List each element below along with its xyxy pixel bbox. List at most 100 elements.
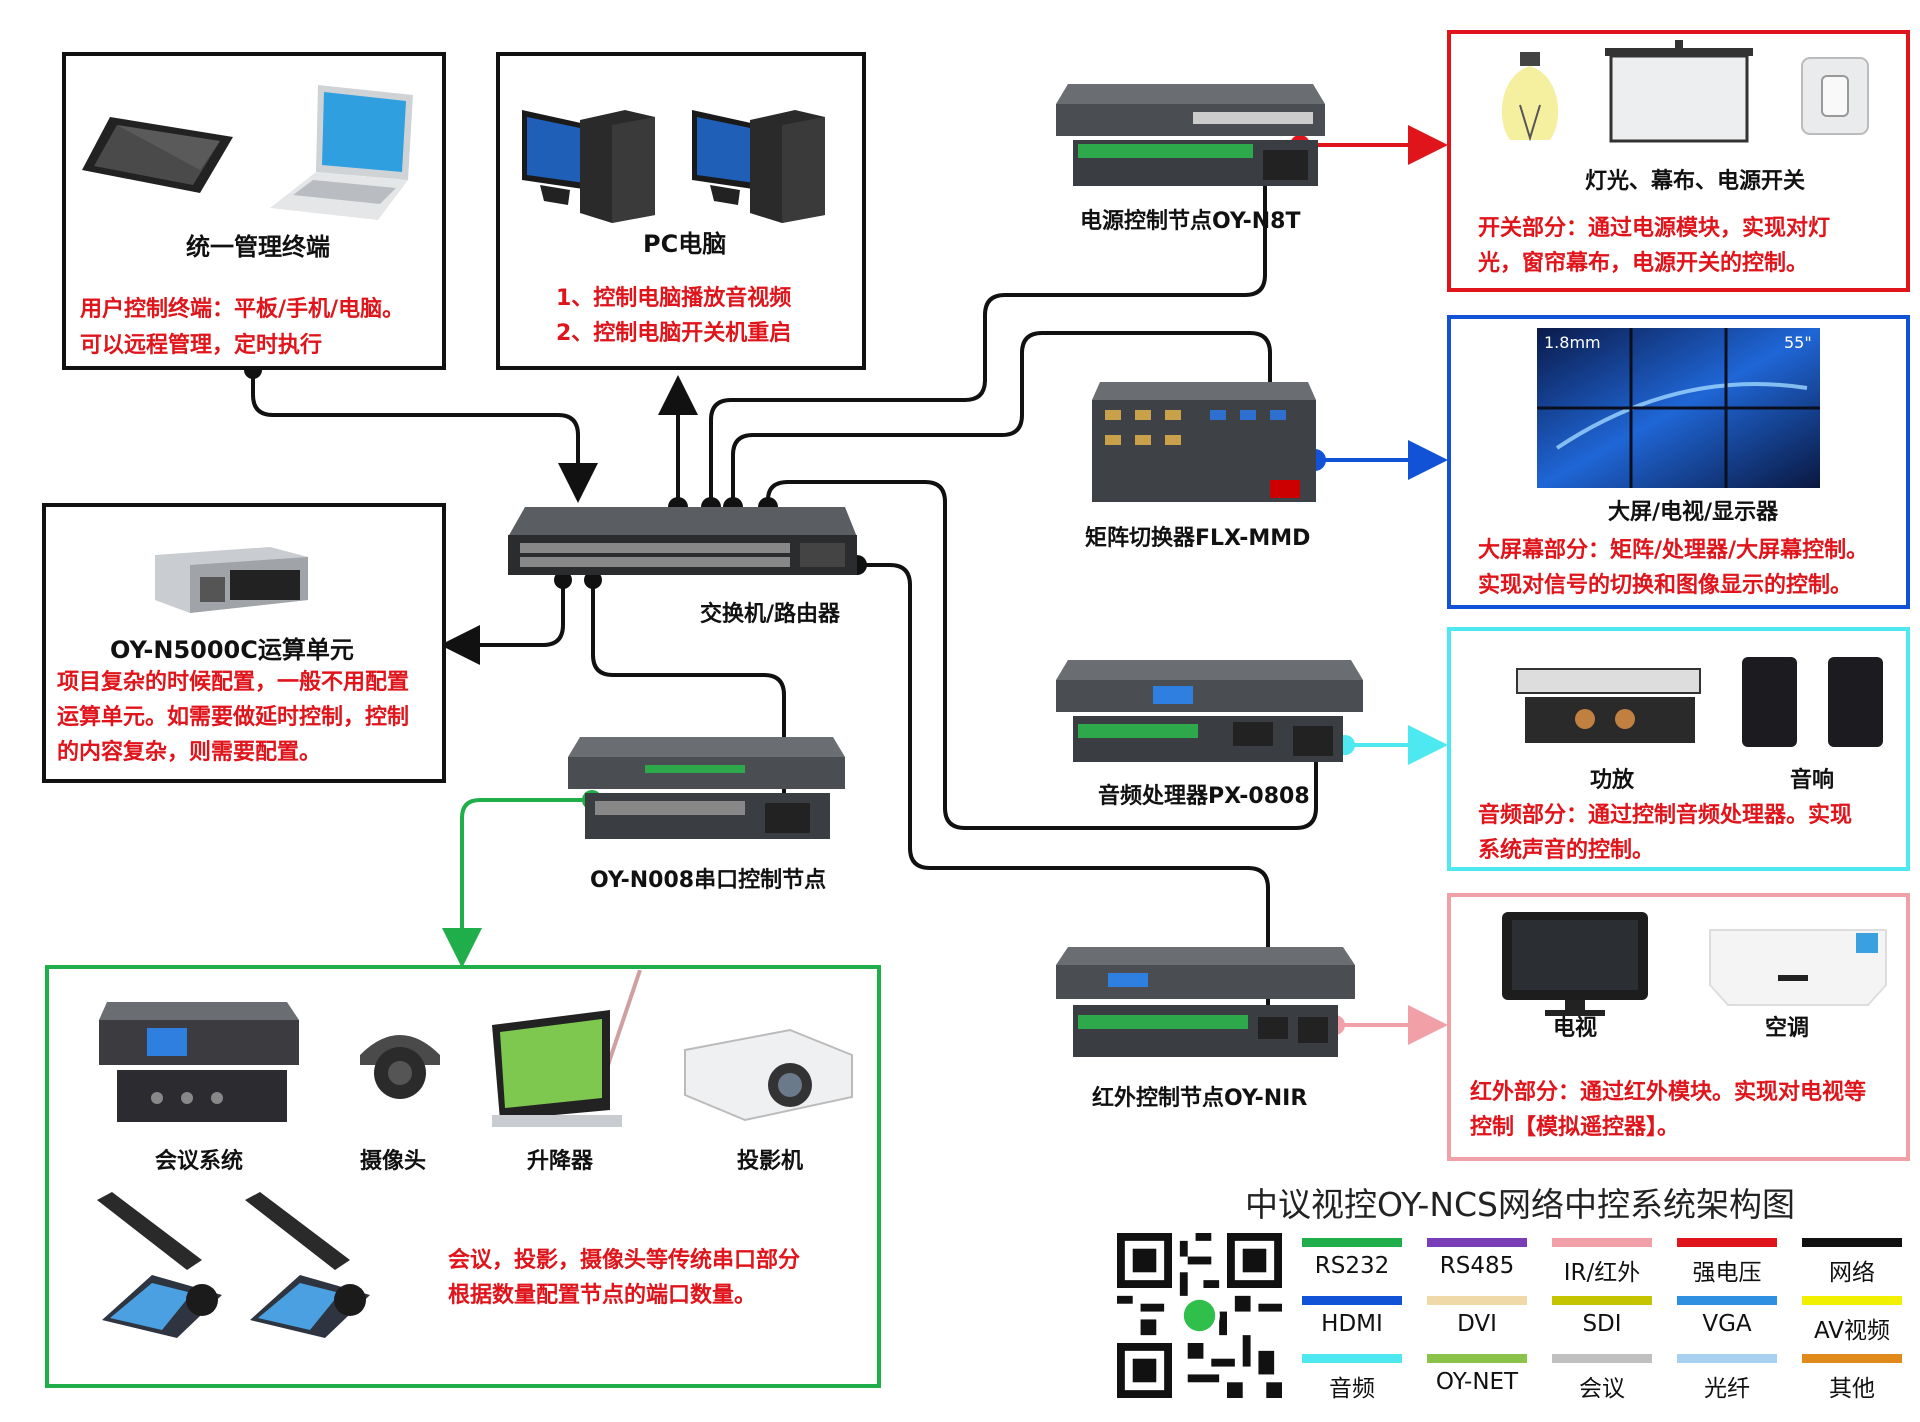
wire-switch-compute <box>440 580 565 665</box>
legend-color-bar <box>1427 1296 1527 1305</box>
n008-label: OY-N008串口控制节点 <box>590 868 827 893</box>
projector-icon <box>684 1028 853 1122</box>
legend-color-bar <box>1802 1238 1902 1247</box>
tv-label: 电视 <box>1553 1016 1598 1041</box>
compute-desc-2: 运算单元。如需要做延时控制，控制 <box>57 705 410 730</box>
power-switch-icon <box>1801 57 1869 135</box>
n8t-label: 电源控制节点OY-N8T <box>1080 209 1301 234</box>
terminal-desc-2: 可以远程管理，定时执行 <box>80 333 323 358</box>
serial-desc-2: 根据数量配置节点的端口数量。 <box>448 1283 757 1308</box>
wire-terminal-switch <box>251 370 598 503</box>
matrix-label: 矩阵切换器FLX-MMD <box>1085 526 1311 551</box>
compute-label: OY-N5000C运算单元 <box>110 636 354 664</box>
legend-color-bar <box>1302 1354 1402 1363</box>
legend-item: HDMI <box>1302 1296 1402 1337</box>
legend-color-bar <box>1677 1354 1777 1363</box>
legend-color-bar <box>1802 1296 1902 1305</box>
audio-desc-1: 音频部分：通过控制音频处理器。实现 <box>1478 803 1853 828</box>
audio-desc-2: 系统声音的控制。 <box>1478 838 1655 863</box>
screen-items-label: 大屏/电视/显示器 <box>1608 500 1779 525</box>
qr-code-icon <box>1117 1233 1282 1398</box>
audio-processor-icon <box>1056 660 1363 762</box>
legend-item: AV视频 <box>1802 1296 1902 1345</box>
pc-icon <box>692 110 825 223</box>
legend-color-bar <box>1427 1238 1527 1247</box>
pc-label: PC电脑 <box>643 230 727 258</box>
terminal-desc-1: 用户控制终端：平板/手机/电脑。 <box>80 297 405 322</box>
legend-item: 其他 <box>1802 1354 1902 1403</box>
conference-label: 会议系统 <box>155 1149 244 1174</box>
microphone-icon <box>97 1192 222 1338</box>
legend-color-bar <box>1552 1354 1652 1363</box>
speaker-label: 音响 <box>1790 768 1835 793</box>
switch-router-icon <box>508 507 857 575</box>
legend-item: VGA <box>1677 1296 1777 1337</box>
wire-switch-n008 <box>591 580 786 820</box>
wire-switch-n8t <box>709 175 1267 505</box>
switch-label: 交换机/路由器 <box>700 602 841 627</box>
legend-label: 光纤 <box>1704 1376 1750 1402</box>
serial-node-n008-icon <box>568 737 845 839</box>
legend-item: 音频 <box>1302 1354 1402 1403</box>
legend-label: OY-NET <box>1435 1369 1519 1395</box>
power-items-label: 灯光、幕布、电源开关 <box>1585 169 1806 194</box>
wall-size-right: 55" <box>1784 333 1812 352</box>
ir-desc-1: 红外部分：通过红外模块。实现对电视等 <box>1470 1080 1867 1105</box>
legend-item: IR/红外 <box>1552 1238 1652 1287</box>
diagram-title: 中议视控OY-NCS网络中控系统架构图 <box>1245 1185 1795 1224</box>
camera-label: 摄像头 <box>360 1149 427 1174</box>
legend-label: 网络 <box>1829 1260 1875 1286</box>
amplifier-icon <box>1516 668 1701 743</box>
pc-desc-1: 1、控制电脑播放音视频 <box>556 286 792 311</box>
camera-icon <box>360 1035 440 1099</box>
legend-color-bar <box>1302 1296 1402 1305</box>
conference-system-icon <box>99 1002 299 1122</box>
projector-screen-icon <box>1605 40 1753 143</box>
wall-size-left: 1.8mm <box>1544 333 1601 352</box>
legend-color-bar <box>1552 1238 1652 1247</box>
power-desc-1: 开关部分：通过电源模块，实现对灯 <box>1478 216 1831 241</box>
legend-item: 网络 <box>1802 1238 1902 1287</box>
light-bulb-icon <box>1501 52 1559 142</box>
legend-label: AV视频 <box>1814 1318 1890 1344</box>
ir-desc-2: 控制【模拟遥控器】。 <box>1470 1115 1680 1140</box>
legend-color-bar <box>1677 1238 1777 1247</box>
legend-label: RS485 <box>1439 1253 1515 1279</box>
legend-color-bar <box>1302 1238 1402 1247</box>
legend-label: HDMI <box>1321 1311 1383 1337</box>
matrix-switcher-icon <box>1092 382 1316 502</box>
tv-icon <box>1502 912 1648 1016</box>
legend-color-bar <box>1802 1354 1902 1363</box>
legend-item: DVI <box>1427 1296 1527 1337</box>
speaker-icon <box>1742 657 1883 747</box>
power-desc-2: 光，窗帘幕布，电源开关的控制。 <box>1478 251 1809 276</box>
legend-item: 光纤 <box>1677 1354 1777 1403</box>
laptop-icon <box>270 85 413 220</box>
legend-item: 强电压 <box>1677 1238 1777 1287</box>
screen-desc-1: 大屏幕部分：矩阵/处理器/大屏幕控制。 <box>1478 538 1869 563</box>
legend-item: 会议 <box>1552 1354 1652 1403</box>
legend-item: OY-NET <box>1427 1354 1527 1395</box>
nir-label: 红外控制节点OY-NIR <box>1092 1086 1308 1111</box>
ir-node-icon <box>1056 947 1355 1057</box>
serial-desc-1: 会议，投影，摄像头等传统串口部分 <box>448 1248 801 1273</box>
air-conditioner-label: 空调 <box>1765 1016 1810 1041</box>
terminal-label: 统一管理终端 <box>186 233 330 261</box>
pc-desc-2: 2、控制电脑开关机重启 <box>556 321 792 346</box>
video-wall-icon <box>1537 328 1820 488</box>
legend-label: IR/红外 <box>1563 1260 1641 1286</box>
power-node-n8t-icon <box>1056 84 1325 186</box>
legend-label: VGA <box>1702 1311 1752 1337</box>
legend-color-bar <box>1677 1296 1777 1305</box>
pc-icon <box>522 110 655 223</box>
legend-label: 其他 <box>1829 1376 1875 1402</box>
legend-label: DVI <box>1457 1311 1497 1337</box>
amplifier-label: 功放 <box>1590 768 1635 793</box>
legend-item: RS232 <box>1302 1238 1402 1279</box>
dsp-label: 音频处理器PX-0808 <box>1098 784 1310 809</box>
legend-label: 会议 <box>1579 1376 1625 1402</box>
microphone-icon <box>245 1192 370 1338</box>
screen-desc-2: 实现对信号的切换和图像显示的控制。 <box>1478 573 1853 598</box>
air-conditioner-icon <box>1709 929 1887 1006</box>
legend-label: RS232 <box>1314 1253 1390 1279</box>
